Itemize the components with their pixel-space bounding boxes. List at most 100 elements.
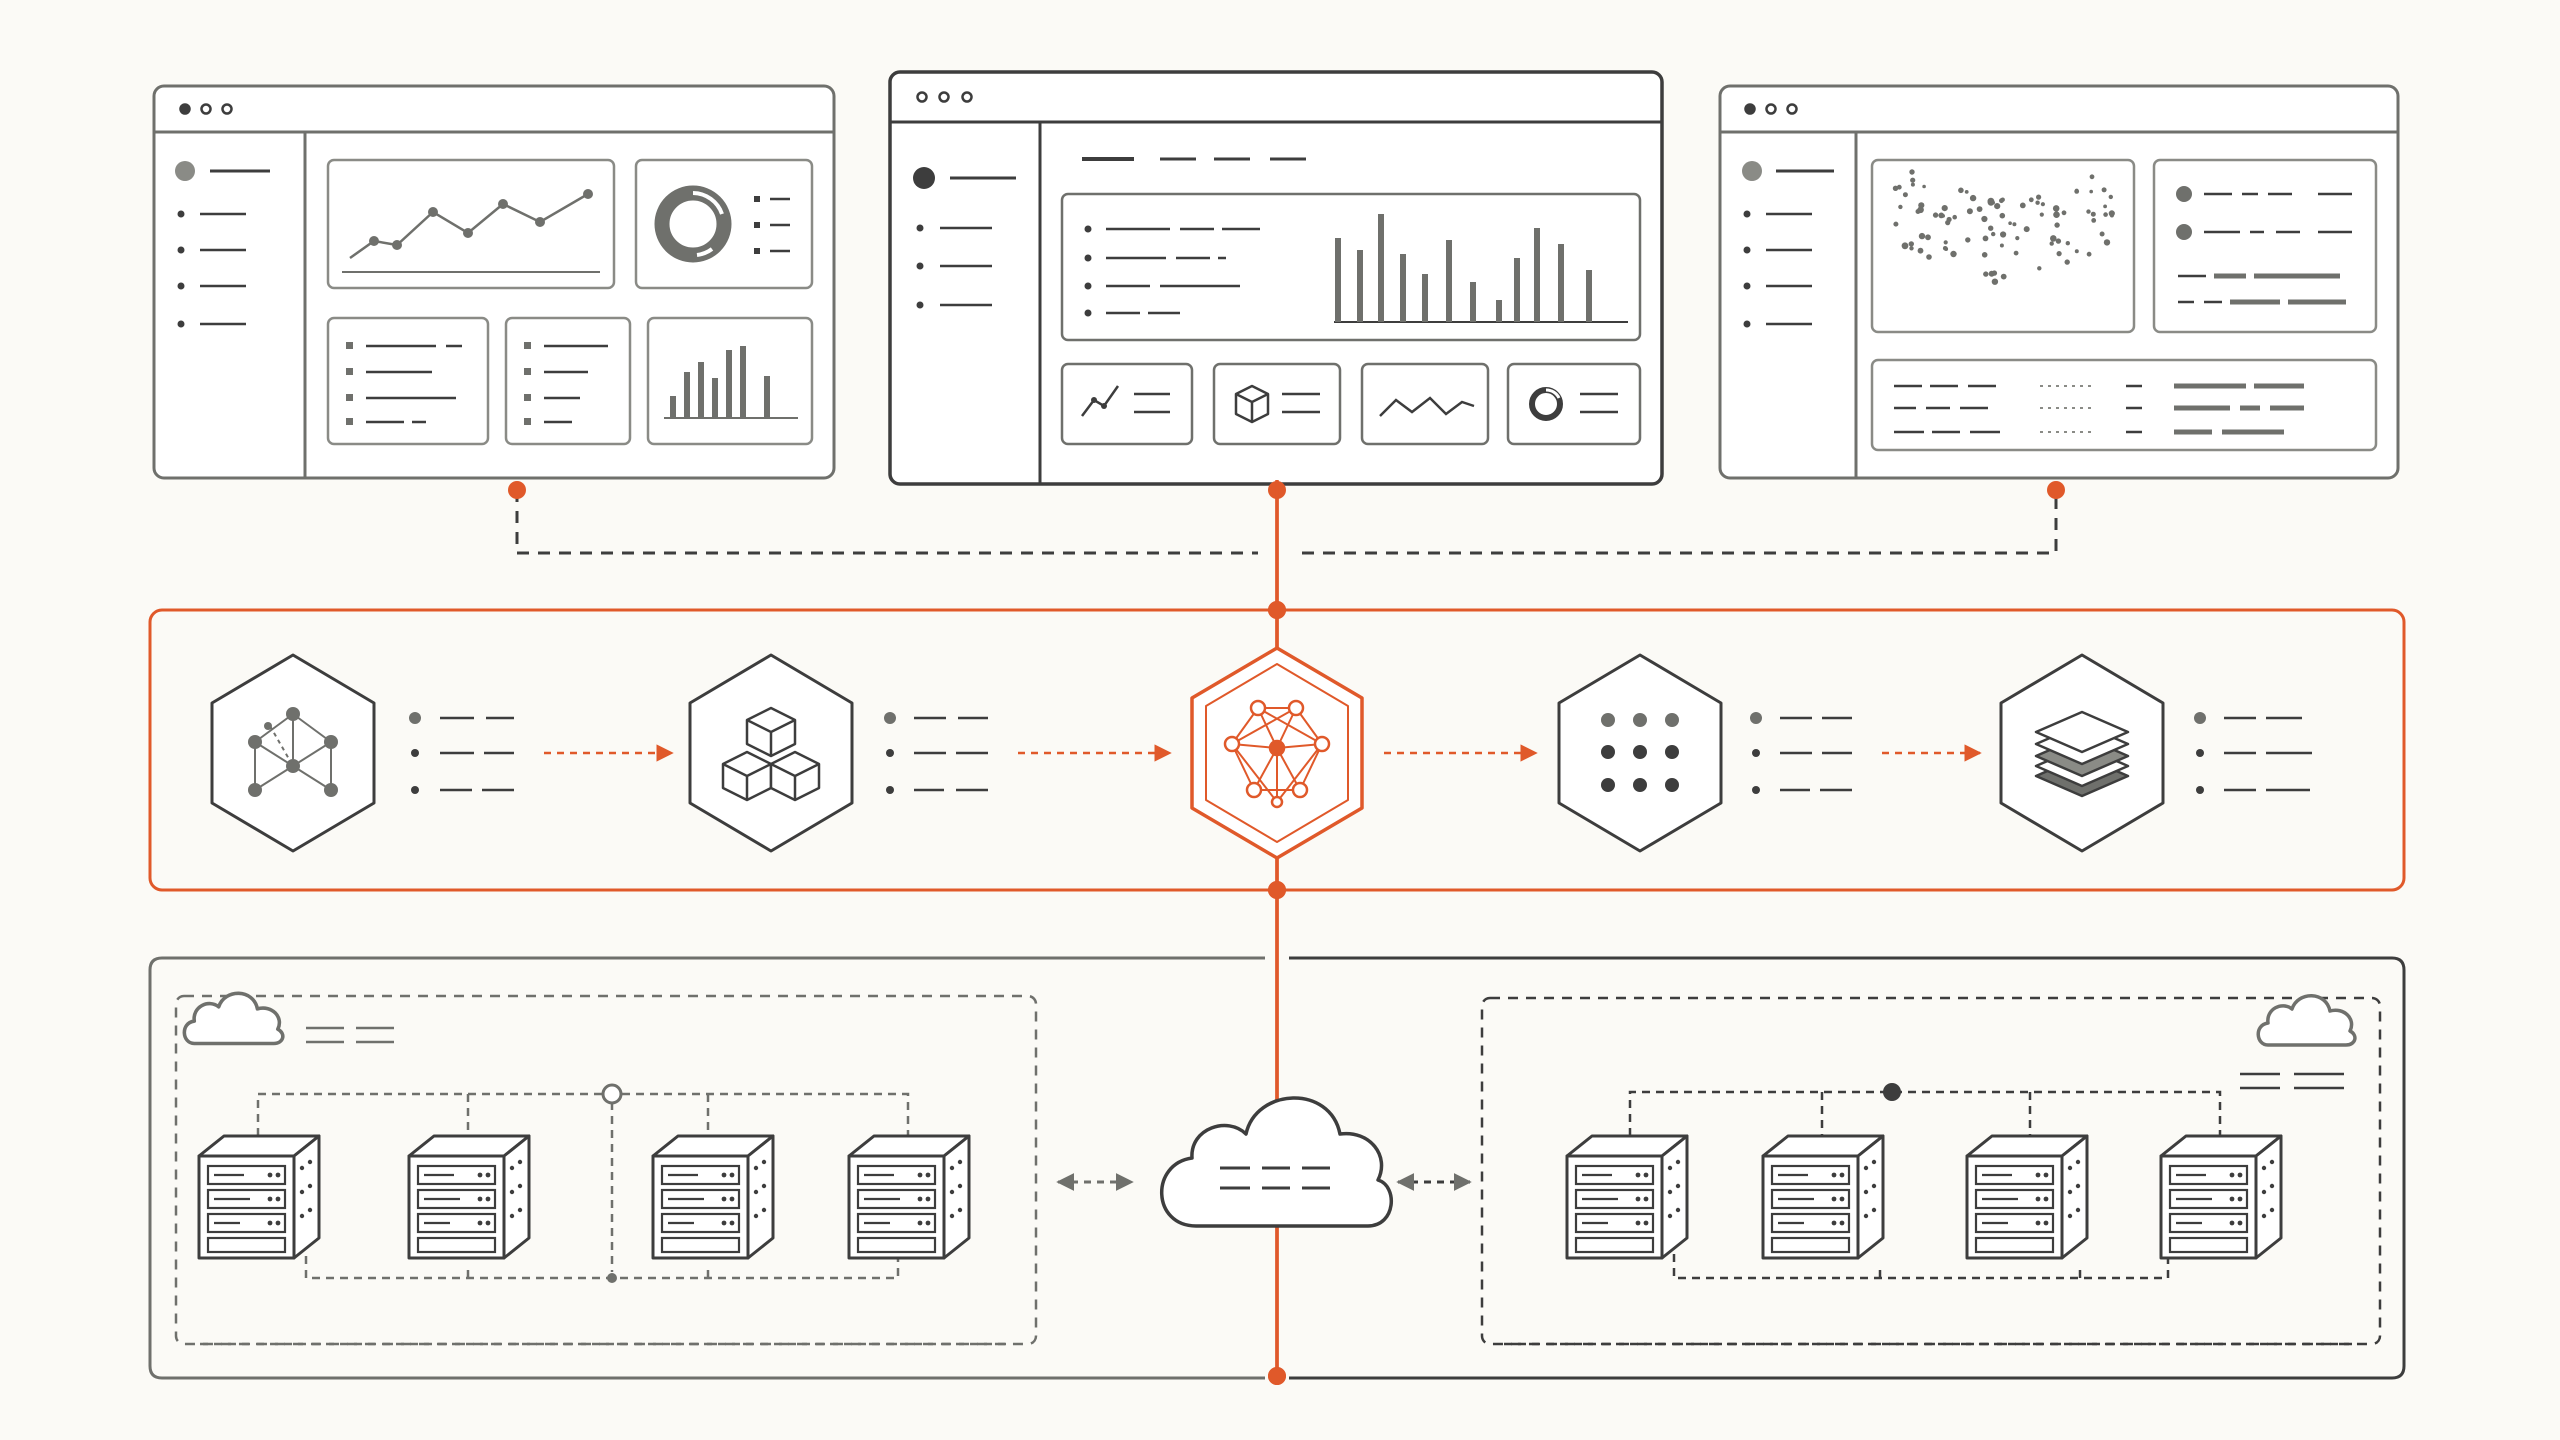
dashboard-window-right[interactable] [1718, 84, 2400, 480]
server-icon[interactable] [2159, 1134, 2283, 1260]
dashboard-window-center[interactable] [888, 70, 1664, 486]
window-controls-icon[interactable] [1744, 103, 1798, 115]
scatter-point [1922, 184, 1926, 189]
scatter-point [2040, 202, 2045, 207]
pipeline-stage-neural[interactable] [1190, 646, 1364, 860]
scatter-point [2064, 259, 2070, 265]
scatter-point [1981, 252, 1988, 258]
sidebar-nav[interactable] [913, 167, 1016, 309]
scatter-point [1958, 187, 1964, 194]
pipeline-stage-layers[interactable] [1999, 653, 2165, 853]
scatter-point [1892, 185, 1899, 191]
server-cluster-left[interactable] [174, 991, 1038, 1346]
scatter-point [1909, 246, 1914, 251]
scatter-point [1925, 234, 1931, 241]
scatter-point [2074, 249, 2079, 254]
window-controls-icon[interactable] [179, 103, 233, 115]
scatter-point [2000, 231, 2007, 238]
scatter-point [2013, 250, 2019, 256]
donut-chart-card[interactable] [634, 158, 814, 290]
server-icon[interactable] [1761, 1134, 1885, 1260]
scatter-point [1918, 202, 1925, 209]
list-card[interactable] [326, 316, 490, 446]
scatter-point [2099, 231, 2105, 237]
scatter-point [2108, 194, 2113, 200]
server-icon[interactable] [651, 1134, 775, 1260]
scatter-point [1908, 241, 1915, 247]
dashboard-window-left[interactable] [152, 84, 836, 480]
server-icon[interactable] [197, 1134, 321, 1260]
scatter-point [2091, 218, 2097, 223]
scatter-point [1999, 243, 2004, 248]
server-icon[interactable] [1565, 1134, 1689, 1260]
scatter-point [1946, 216, 1952, 223]
scatter-point [1964, 190, 1969, 194]
scatter-point [2103, 204, 2108, 209]
mini-card-zigzag[interactable] [1360, 362, 1490, 446]
scatter-point [1988, 270, 1995, 277]
stacked-cubes-icon [721, 706, 821, 802]
pipeline-stage-dots[interactable] [1557, 653, 1723, 853]
scatter-point [1991, 231, 1996, 237]
sidebar-nav[interactable] [1742, 161, 1834, 328]
cloud-hub[interactable] [1160, 1096, 1393, 1228]
bar-chart[interactable] [1334, 214, 1628, 323]
scatter-point [1991, 278, 1999, 285]
scatter-point [2065, 241, 2070, 246]
scatter-point [2109, 213, 2114, 218]
pipeline-stage-graph[interactable] [210, 653, 376, 853]
scatter-point [1987, 197, 1995, 205]
scatter-point [2036, 194, 2042, 200]
stage-legend [884, 712, 988, 794]
list-card[interactable] [504, 316, 632, 446]
stage-legend [2194, 712, 2312, 794]
server-icon[interactable] [1965, 1134, 2089, 1260]
scatter-point [1932, 212, 1939, 218]
scatter-point [2101, 187, 2107, 193]
scatter-point [1999, 198, 2004, 204]
legend-card[interactable] [2152, 158, 2378, 334]
scatter-point [2049, 241, 2054, 246]
infrastructure-layer [148, 956, 2406, 1385]
server-cluster-right[interactable] [1480, 993, 2382, 1346]
mini-card-cube[interactable] [1212, 362, 1342, 446]
scatter-point [2061, 210, 2067, 216]
stage-legend [409, 712, 514, 794]
scatter-point [2015, 236, 2020, 241]
data-table-card[interactable] [1870, 358, 2378, 452]
scatter-point [1941, 214, 1945, 218]
scatter-point [2086, 251, 2092, 257]
window-controls-icon[interactable] [916, 91, 973, 103]
scatter-point [1988, 225, 1994, 231]
scatter-point [1981, 215, 1988, 223]
scatter-point [2050, 235, 2057, 242]
scatter-point [1999, 212, 2006, 219]
scatter-point [1917, 247, 1924, 254]
mini-card-line[interactable] [1060, 362, 1194, 446]
scatter-point [2012, 222, 2017, 227]
summary-card[interactable] [1060, 192, 1642, 342]
pipeline-stage-cubes[interactable] [688, 653, 854, 853]
sidebar-nav[interactable] [175, 161, 270, 328]
server-icon[interactable] [847, 1134, 971, 1260]
scatter-point [1910, 182, 1915, 187]
scatter-point [2019, 202, 2026, 209]
scatter-point [1893, 221, 1899, 227]
processing-pipeline [148, 480, 2406, 1378]
scatter-point [1966, 208, 1973, 215]
scatter-plot-card[interactable] [1870, 158, 2136, 334]
bar-chart-card[interactable] [646, 316, 814, 446]
scatter-point [1952, 214, 1957, 220]
dot-grid-icon [1601, 713, 1679, 792]
scatter-point [2086, 209, 2091, 214]
mini-card-donut[interactable] [1506, 362, 1642, 446]
scatter-point [1950, 250, 1957, 258]
scatter-point [1915, 209, 1921, 214]
line-chart-card[interactable] [326, 158, 616, 290]
stage-legend [1750, 712, 1852, 794]
scatter-point [1994, 203, 2001, 210]
scatter-point [2074, 189, 2080, 194]
scatter-point [1898, 204, 1903, 210]
server-icon[interactable] [407, 1134, 531, 1260]
